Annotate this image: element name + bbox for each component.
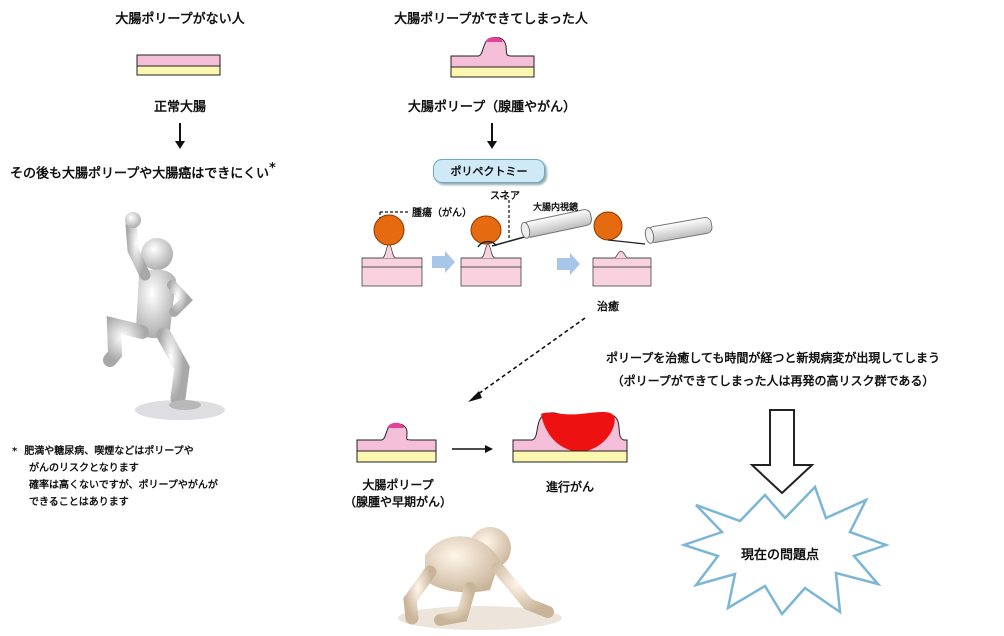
footnote-marker: * [12, 446, 18, 457]
snare-label: スネア [490, 191, 520, 202]
procedure-badge: ポリペクトミー [433, 159, 545, 183]
left-outcome-text: その後も大腸ポリープや大腸癌はできにくい [10, 166, 269, 182]
right-heading: 大腸ポリープができてしまった人 [394, 12, 588, 27]
down-arrow-left [175, 123, 185, 149]
hollow-down-arrow [749, 409, 815, 495]
step-arrow-2 [557, 253, 580, 275]
polyp-colon-layer [450, 37, 535, 78]
outcome-asterisk: * [268, 161, 276, 176]
polypectomy-step-1 [361, 214, 423, 287]
despairing-person-figure [398, 527, 562, 630]
recurrent-polyp-label-1: 大腸ポリープ [362, 478, 434, 492]
down-arrow-right [487, 123, 497, 149]
recurrence-line-2: （ポリープができてしまった人は再発の高リスク群である） [611, 374, 935, 388]
normal-colon-label: 正常大腸 [153, 100, 207, 115]
polyp-label: 大腸ポリープ（腺腫やがん） [407, 100, 577, 115]
problem-starburst [680, 484, 890, 617]
recurrence-line-1: ポリープを治癒しても時間が経つと新規病変が出現してしまう [606, 351, 940, 365]
polypectomy-step-3 [592, 211, 713, 287]
progression-arrow [452, 445, 493, 453]
footnote-line-2: がんのリスクとなります [29, 463, 139, 474]
step-arrow-1 [432, 251, 455, 273]
recurrent-polyp-label-2: （腺腫や早期がん） [343, 495, 453, 509]
footnote: * 肥満や糖尿病、喫煙などはポリープや がんのリスクとなります 確率は高くないで… [12, 443, 218, 511]
footnote-line-4: できることはあります [29, 497, 129, 508]
recurrent-polyp [356, 422, 437, 463]
problem-label: 現在の問題点 [740, 548, 820, 563]
normal-colon-layer [136, 54, 221, 76]
scope-label: 大腸内視鏡 [533, 203, 579, 213]
recurrence-dashed-arrow [468, 317, 586, 402]
footnote-line-3: 確率は高くないですが、ポリープやがんが [29, 480, 218, 491]
polypectomy-step-2 [460, 209, 593, 287]
tumor-label: 腫瘍（がん） [412, 208, 472, 219]
cure-label: 治癒 [597, 300, 619, 313]
advanced-cancer [512, 412, 628, 463]
footnote-line-1: 肥満や糖尿病、喫煙などはポリープや [24, 446, 194, 457]
left-outcome: その後も大腸ポリープや大腸癌はできにくい* [10, 161, 276, 181]
cheering-person-figure [103, 212, 225, 420]
advanced-cancer-label: 進行がん [545, 480, 595, 494]
left-heading: 大腸ポリープがない人 [115, 12, 245, 27]
